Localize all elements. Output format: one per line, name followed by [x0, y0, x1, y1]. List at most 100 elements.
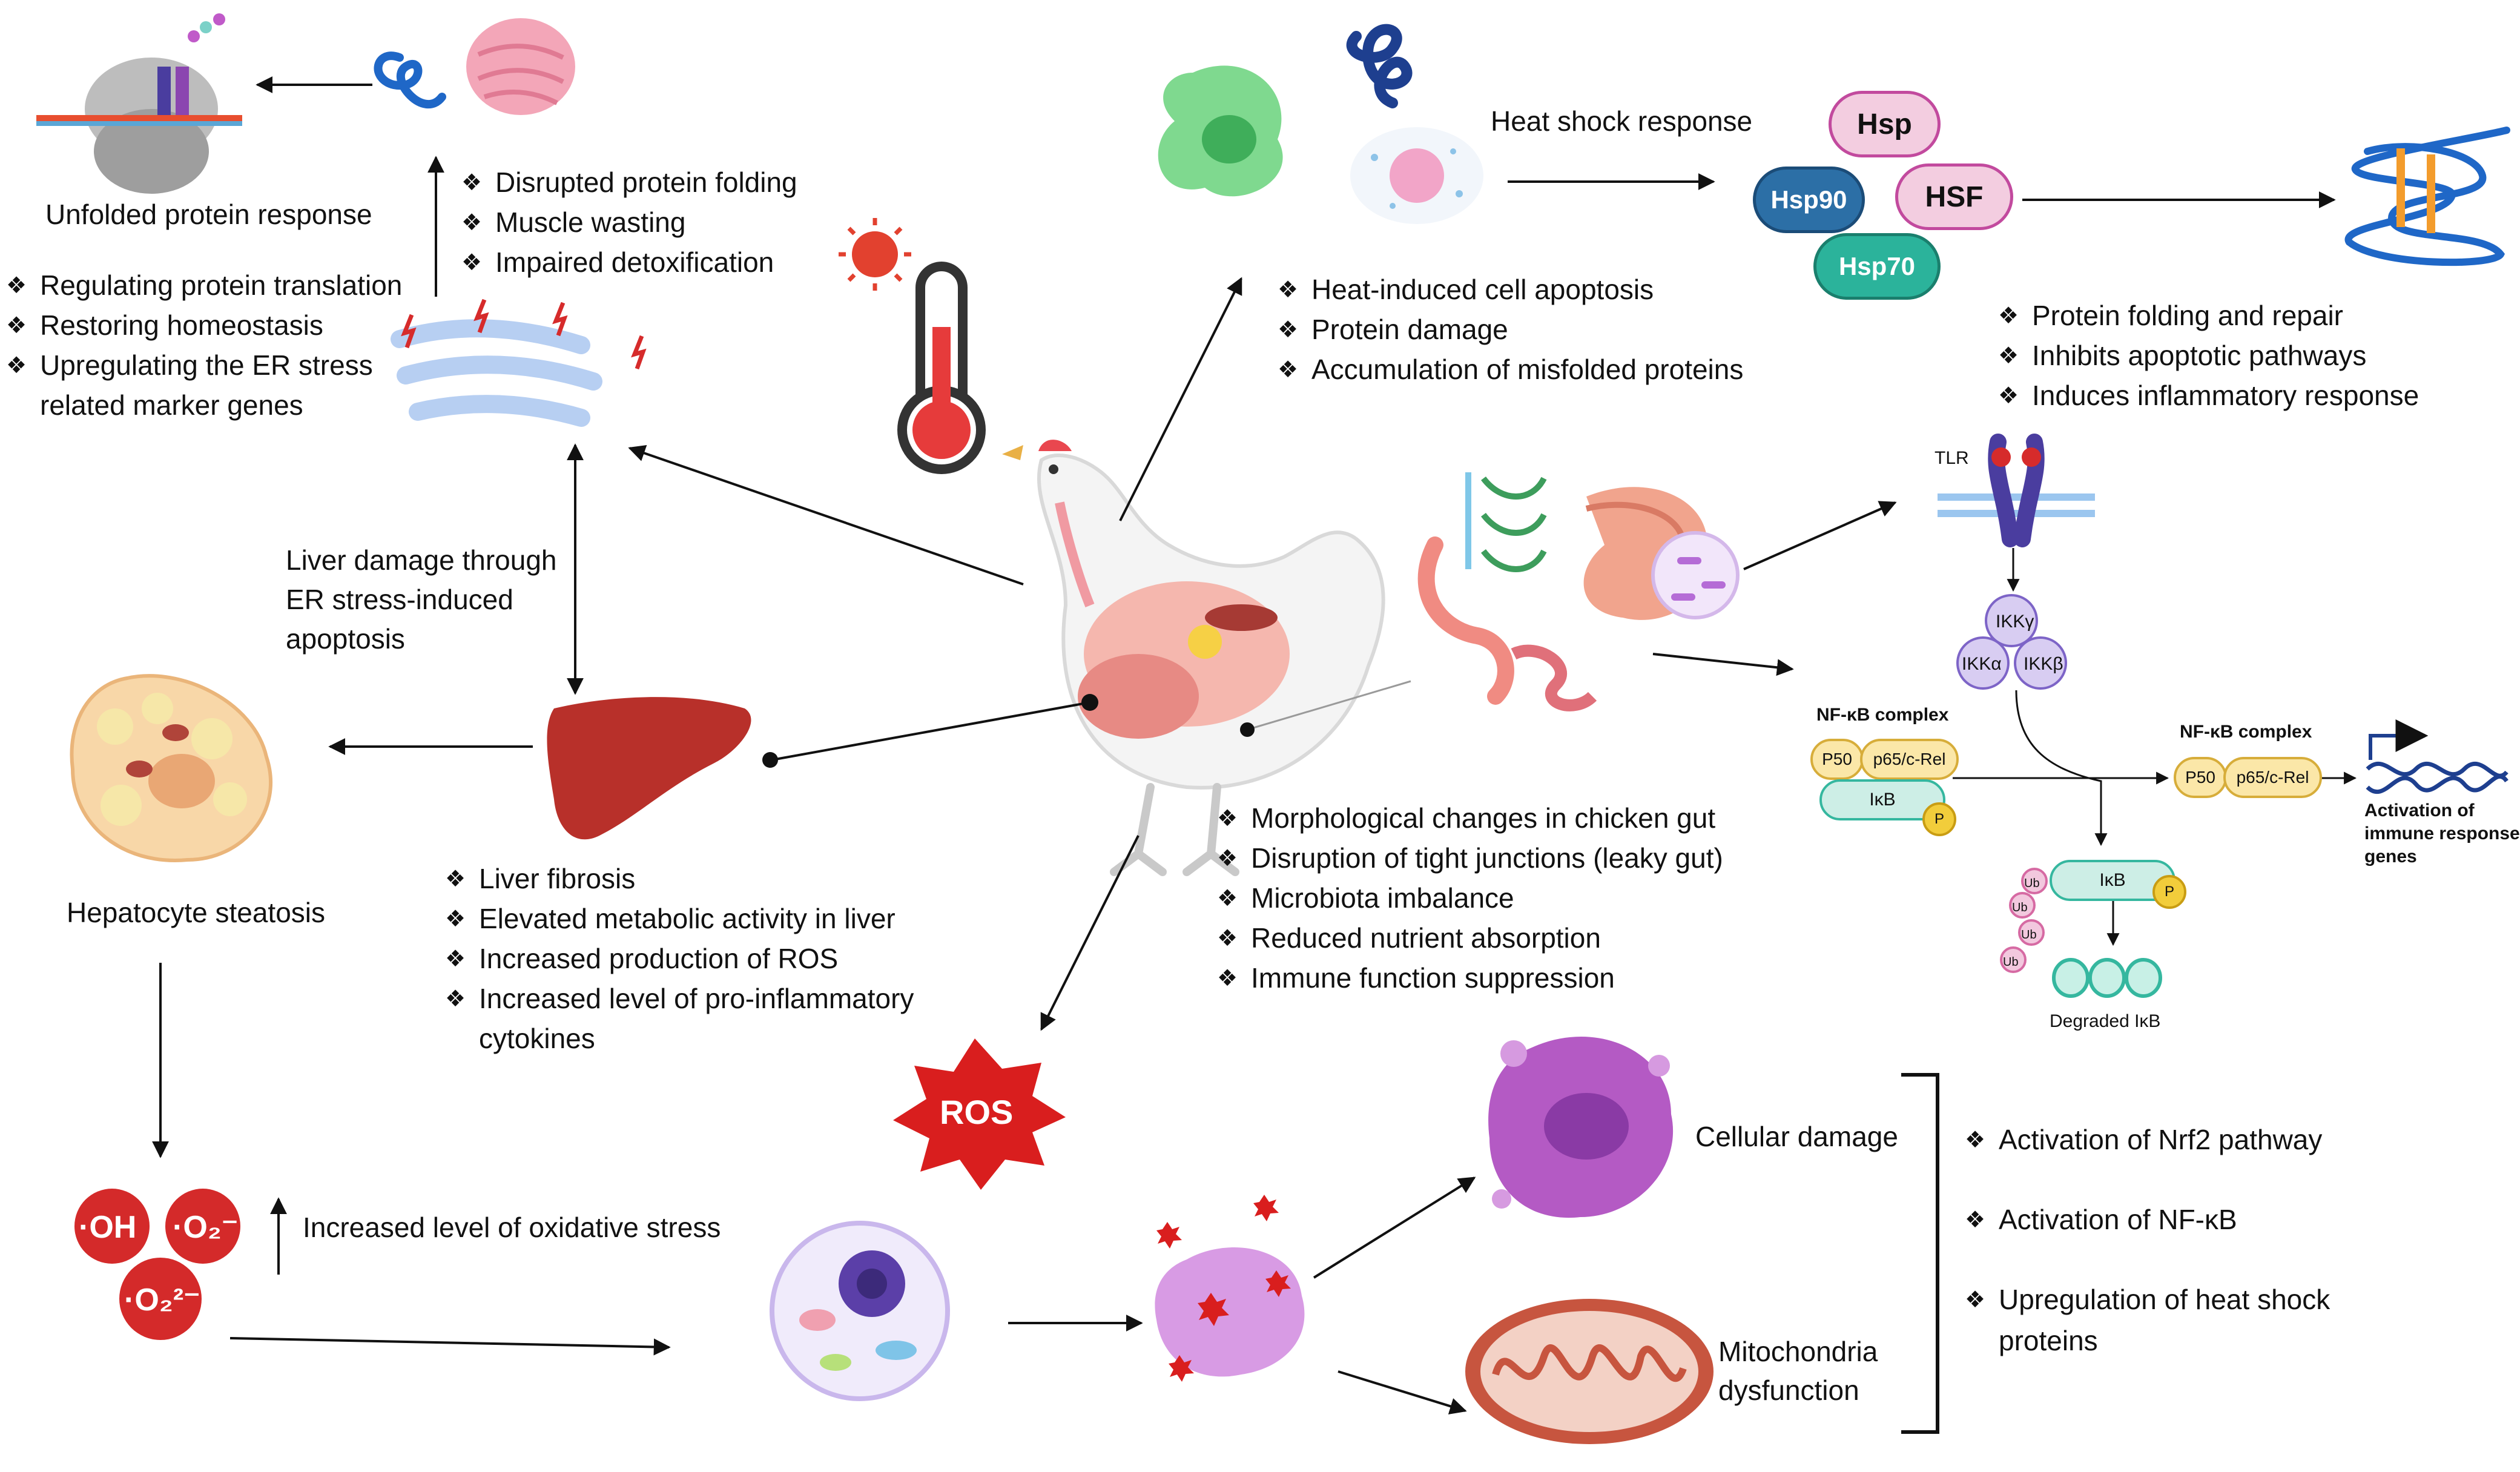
- heat-shock-response-label: Heat shock response: [1491, 105, 1753, 137]
- list-item: Impaired detoxification: [461, 242, 797, 282]
- superoxide-label: ·O₂⁻: [173, 1210, 239, 1245]
- list-item: Morphological changes in chicken gut: [1217, 798, 1723, 838]
- tight-junction-icon: [1465, 472, 1547, 572]
- activation-genes-line2: immune response: [2364, 823, 2520, 843]
- liver-damage-label-line2: ER stress-induced: [286, 584, 513, 615]
- list-item: Inhibits apoptotic pathways: [1998, 335, 2419, 375]
- ikky-label: IKKγ: [1996, 612, 2034, 632]
- gut-tract-icon: [1417, 536, 1597, 711]
- degraded-ikb-label: Degraded IκB: [2050, 1011, 2161, 1031]
- list-item: Disrupted protein folding: [461, 162, 797, 202]
- cellular-damage-label: Cellular damage: [1695, 1121, 1898, 1152]
- peroxide-label: ·O₂²⁻: [124, 1282, 200, 1318]
- list-item: Protein folding and repair: [1998, 295, 2419, 335]
- chicken-illustration: [1002, 440, 1385, 876]
- thermometer-icon: [897, 262, 986, 474]
- ikb-ub-pill: IκB: [2050, 860, 2175, 901]
- p65-pill: p65/c-Rel: [1860, 739, 1959, 780]
- oxidative-stress-label: Increased level of oxidative stress: [303, 1212, 721, 1243]
- ikka-label: IKKα: [1962, 654, 2002, 674]
- microbiota-icon: [1651, 531, 1740, 619]
- liver-effects-list: Liver fibrosis Elevated metabolic activi…: [445, 859, 914, 1058]
- hsp90-pill: Hsp90: [1753, 167, 1865, 233]
- list-item: Immune function suppression: [1217, 958, 1723, 998]
- ros-label: ROS: [940, 1093, 1014, 1131]
- list-item: Restoring homeostasis: [6, 305, 402, 345]
- liver-damage-label-line3: apoptosis: [286, 623, 405, 655]
- list-item: Heat-induced cell apoptosis: [1278, 269, 1743, 309]
- nfkb-complex-active-label: NF-κB complex: [2180, 722, 2312, 742]
- p50-active-pill: P50: [2174, 757, 2227, 798]
- gut-effects-list: Morphological changes in chicken gut Dis…: [1217, 798, 1723, 998]
- dna-icon: [2366, 761, 2508, 794]
- list-item: Activation of NF-κB: [1965, 1199, 2330, 1240]
- response-bracket: [1901, 1073, 1939, 1434]
- er-stress-effects-list: Disrupted protein folding Muscle wasting…: [461, 162, 797, 282]
- list-item: Muscle wasting: [461, 202, 797, 242]
- mito-dysfunction-label-line2: dysfunction: [1718, 1375, 1859, 1406]
- list-item: Liver fibrosis: [445, 859, 914, 899]
- stressed-cell-icon: [1155, 1195, 1305, 1382]
- liver-damage-label-line1: Liver damage through: [286, 544, 557, 576]
- list-item: Elevated metabolic activity in liver: [445, 899, 914, 939]
- ub-label-2: Ub: [2012, 901, 2028, 914]
- upr-title: Unfolded protein response: [45, 199, 372, 230]
- response-list: Activation of Nrf2 pathway Activation of…: [1965, 1119, 2330, 1361]
- list-item: Upregulation of heat shock: [1965, 1279, 2330, 1320]
- list-item: Upregulating the ER stress: [6, 345, 402, 385]
- damaged-cell-icon: [1158, 65, 1283, 197]
- tlr-label: TLR: [1935, 448, 1969, 468]
- hsp70-pill: Hsp70: [1813, 233, 1941, 300]
- peroxide-radical-icon: [119, 1258, 202, 1340]
- phospho-badge: P: [1922, 802, 1956, 836]
- hsf-pill: HSF: [1895, 163, 2013, 230]
- hsp-effects-list: Protein folding and repair Inhibits apop…: [1998, 295, 2419, 415]
- ubiquitin-chain-icon: [2000, 868, 2048, 973]
- hepatocyte-steatosis-icon: [70, 674, 273, 862]
- list-item: Disruption of tight junctions (leaky gut…: [1217, 838, 1723, 878]
- degraded-ikb-icon: [2052, 958, 2162, 998]
- mitochondrion-icon: [1465, 1299, 1714, 1444]
- ub-label-4: Ub: [2003, 955, 2019, 969]
- damaged-cell-purple-icon: [1488, 1037, 1674, 1218]
- list-item: Regulating protein translation: [6, 265, 402, 305]
- list-item: Reduced nutrient absorption: [1217, 918, 1723, 958]
- list-item: proteins: [1999, 1325, 2098, 1356]
- animal-cell-icon: [770, 1221, 950, 1401]
- list-item: cytokines: [479, 1023, 595, 1054]
- heat-effects-list: Heat-induced cell apoptosis Protein dama…: [1278, 269, 1743, 389]
- list-item: related marker genes: [40, 389, 303, 421]
- upr-effects-list: Regulating protein translation Restoring…: [6, 265, 402, 425]
- list-item: Protein damage: [1278, 309, 1743, 349]
- muscle-tissue-icon: [466, 18, 575, 115]
- unfolded-protein-icon: [374, 51, 446, 109]
- mito-dysfunction-label-line1: Mitochondria: [1718, 1336, 1878, 1367]
- hsp-pill: Hsp: [1829, 91, 1941, 157]
- liver-icon: [547, 697, 751, 840]
- hydroxyl-radical-icon: [74, 1189, 150, 1264]
- ub-label-3: Ub: [2021, 928, 2037, 942]
- sun-icon: [839, 218, 911, 291]
- list-item: Increased production of ROS: [445, 939, 914, 979]
- phospho-badge-2: P: [2152, 875, 2186, 909]
- list-item: Induces inflammatory response: [1998, 375, 2419, 415]
- ub-label-1: Ub: [2024, 877, 2040, 890]
- activation-genes-line3: genes: [2364, 847, 2417, 866]
- activation-genes-line1: Activation of: [2364, 800, 2475, 820]
- list-item: Accumulation of misfolded proteins: [1278, 349, 1743, 389]
- ribosome-illustration: [36, 13, 242, 194]
- list-item: Increased level of pro-inflammatory: [445, 979, 914, 1018]
- er-stress-icon: [391, 299, 647, 427]
- nfkb-complex-label: NF-κB complex: [1816, 705, 1949, 725]
- hydroxyl-label: ·OH: [79, 1210, 137, 1245]
- refolded-protein-icon: [2344, 127, 2510, 266]
- protein-debris-icon: [1350, 127, 1483, 224]
- tlr-receptor-icon: [1938, 434, 2095, 547]
- misfolded-protein-icon: [1346, 24, 1413, 108]
- list-item: Activation of Nrf2 pathway: [1965, 1119, 2330, 1160]
- list-item: Microbiota imbalance: [1217, 878, 1723, 918]
- ros-burst-icon: [893, 1038, 1066, 1190]
- ikk-complex-icon: [1956, 594, 2067, 690]
